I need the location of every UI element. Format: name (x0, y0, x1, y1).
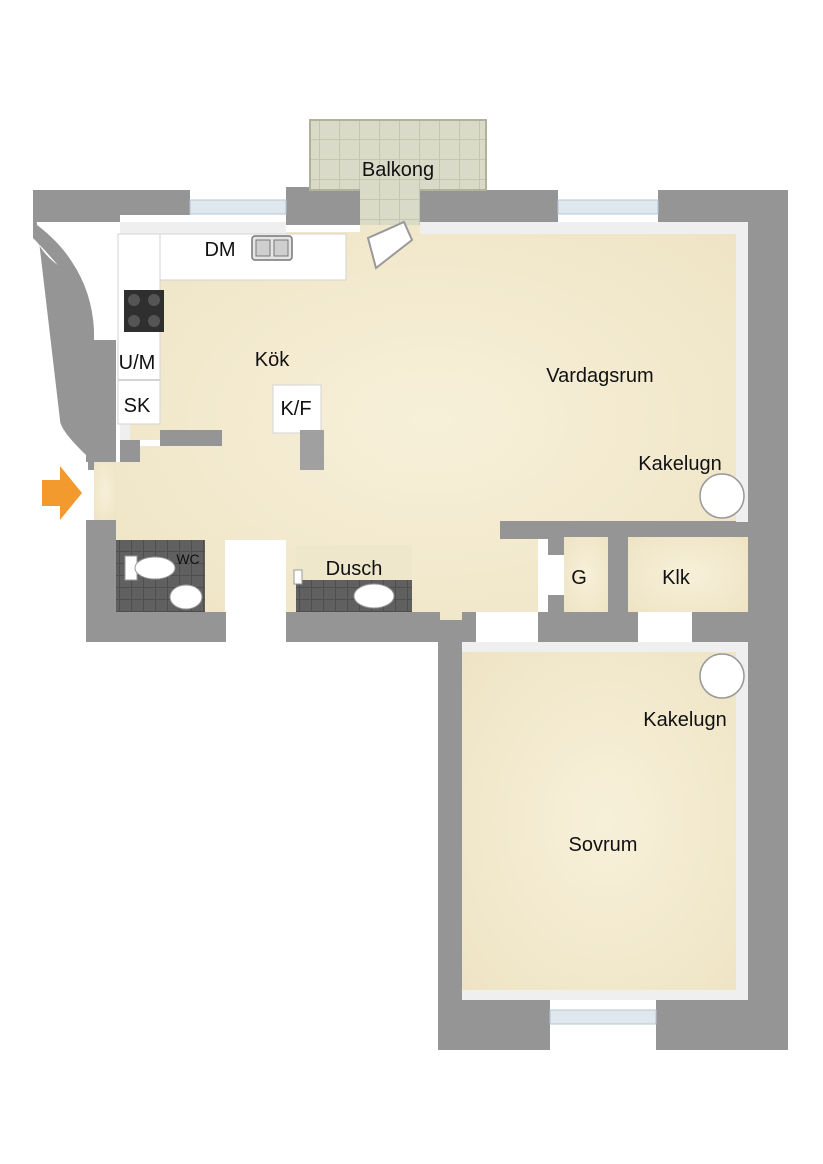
label-vardagsrum: Vardagsrum (546, 365, 653, 387)
floor (94, 222, 748, 1000)
tiled-stove-icon (699, 653, 745, 699)
label-kakelugn-1: Kakelugn (638, 453, 721, 475)
label-dusch: Dusch (326, 558, 383, 580)
label-balkong: Balkong (362, 159, 434, 181)
label-kakelugn-2: Kakelugn (643, 709, 726, 731)
stove-icon (124, 290, 164, 332)
window-icon (549, 1009, 657, 1025)
entry-arrow-icon (42, 466, 82, 520)
label-kok: Kök (255, 349, 290, 371)
sink-icon (251, 235, 293, 261)
tiled-stove-icon (699, 473, 745, 519)
label-sovrum: Sovrum (569, 834, 638, 856)
balcony (309, 119, 487, 270)
wc-room (116, 540, 205, 612)
windows (189, 199, 659, 1025)
shower-icon (293, 569, 303, 585)
label-g: G (571, 567, 587, 589)
label-um: U/M (119, 352, 156, 374)
label-dm: DM (204, 239, 235, 261)
exterior-walls (33, 187, 788, 1050)
toilet-icon (124, 555, 176, 581)
label-sk: SK (124, 395, 151, 417)
kf-cabinet (272, 384, 324, 470)
label-wc: WC (176, 551, 199, 567)
window-icon (189, 199, 287, 215)
washbasin-icon (169, 584, 203, 610)
label-klk: Klk (662, 567, 691, 589)
washbasin-icon (353, 583, 395, 609)
interior-walls (120, 430, 750, 642)
dusch-room (293, 545, 412, 612)
kitchen-counter (117, 233, 347, 425)
label-kf: K/F (280, 398, 311, 420)
window-icon (557, 199, 659, 215)
door-icon (366, 220, 414, 270)
